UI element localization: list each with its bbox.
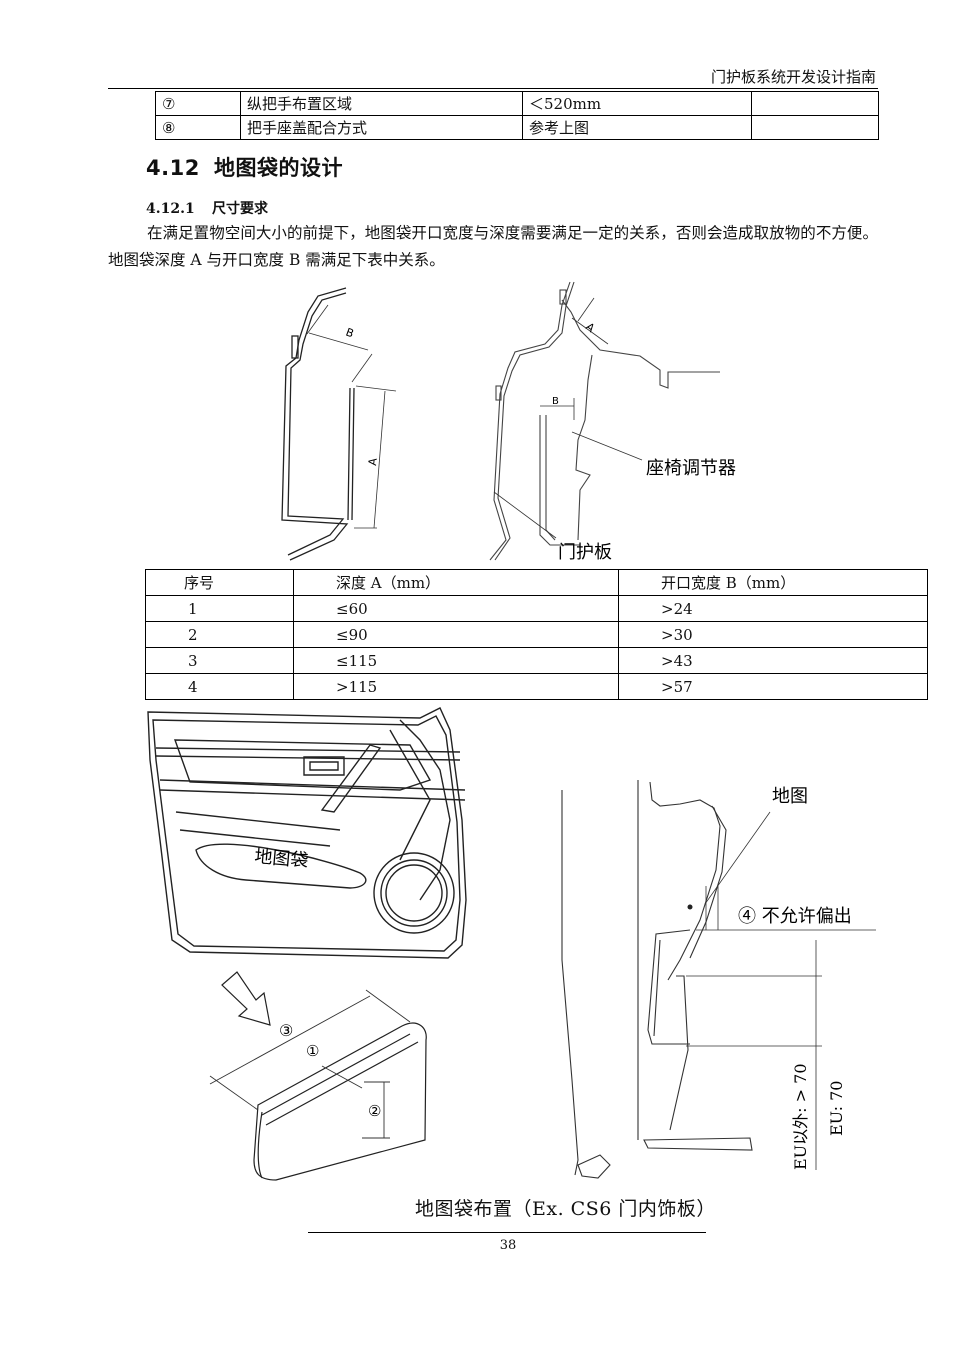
dimension-b-label-right: B (552, 396, 559, 407)
row-number: ⑦ (155, 91, 241, 116)
map-label: 地图 (772, 786, 808, 807)
row-serial: 2 (145, 621, 294, 648)
dimension-lines-right (493, 297, 643, 539)
dimension-lines-left (306, 304, 397, 529)
row-value: 参考上图 (522, 115, 752, 140)
map-pocket-section-right (489, 281, 720, 561)
no-protrude-label: ④ 不允许偏出 (738, 906, 852, 927)
table-row: 2 ≤90 >30 (145, 621, 928, 648)
row-note (751, 115, 879, 140)
row-depth: ≤90 (293, 621, 619, 648)
row-opening: >30 (618, 621, 928, 648)
page-header-title: 门护板系统开发设计指南 (710, 68, 876, 86)
row-depth: ≤115 (293, 647, 619, 674)
dimension-a-label-right: A (583, 320, 597, 335)
direction-arrow (221, 971, 271, 1026)
eu-dimension: EU: 70 (827, 1081, 846, 1136)
table-header-row: 序号 深度 A（mm） 开口宽度 B（mm） (145, 569, 928, 596)
row-item: 纵把手布置区域 (240, 91, 523, 116)
body-paragraph: 在满足置物空间大小的前提下，地图袋开口宽度与深度需要满足一定的关系，否则会造成取… (108, 224, 878, 269)
section-title: 地图袋的设计 (214, 156, 343, 180)
row-opening: >43 (618, 647, 928, 674)
table-row: 3 ≤115 >43 (145, 647, 928, 674)
pocket-marker (687, 904, 693, 910)
page-number: 38 (499, 1238, 517, 1253)
row-item: 把手座盖配合方式 (240, 115, 523, 140)
cross-section-dimensions (686, 811, 876, 1170)
circled-1-label: ① (306, 1042, 319, 1060)
table-row: 4 >115 >57 (145, 673, 928, 700)
row-depth: ≤60 (293, 595, 619, 622)
header-rule (108, 88, 878, 89)
footer-rule (308, 1232, 706, 1233)
seat-adjuster-label: 座椅调节器 (646, 458, 736, 479)
section-heading: 4.12 地图袋的设计 (146, 152, 343, 182)
subsection-number: 4.12.1 (146, 201, 195, 217)
map-pocket-label: 地图袋 (254, 846, 310, 872)
map-pocket-section-left (281, 287, 355, 561)
table-row: 1 ≤60 >24 (145, 595, 928, 622)
subsection-heading: 4.12.1 尺寸要求 (146, 198, 268, 218)
row-serial: 1 (145, 595, 294, 622)
circled-2-label: ② (368, 1102, 381, 1120)
dimension-b-label-left: B (344, 326, 356, 341)
eu-outside-dimension: EU以外: > 70 (791, 1064, 810, 1171)
spec-table-continued: ⑦ 纵把手布置区域 ＜520mm ⑧ 把手座盖配合方式 参考上图 (155, 91, 879, 140)
subsection-title: 尺寸要求 (212, 201, 268, 217)
door-panel-label: 门护板 (558, 542, 612, 563)
row-note (751, 91, 879, 116)
row-serial: 3 (145, 647, 294, 674)
map-pocket-box-detail (253, 1022, 427, 1181)
table-row: ⑧ 把手座盖配合方式 参考上图 (155, 115, 879, 140)
cross-section-drawing (561, 780, 753, 1179)
figure-caption: 地图袋布置（Ex. CS6 门内饰板） (415, 1198, 716, 1220)
row-opening: >57 (618, 673, 928, 700)
row-opening: >24 (618, 595, 928, 622)
row-serial: 4 (145, 673, 294, 700)
row-number: ⑧ (155, 115, 241, 140)
depth-opening-table: 序号 深度 A（mm） 开口宽度 B（mm） 1 ≤60 >24 2 ≤90 >… (145, 569, 928, 700)
row-depth: >115 (293, 673, 619, 700)
section-number: 4.12 (146, 156, 200, 180)
circled-3-label: ③ (279, 1021, 293, 1040)
header-opening: 开口宽度 B（mm） (618, 569, 928, 596)
door-trim-drawing (147, 707, 467, 959)
header-depth: 深度 A（mm） (293, 569, 619, 596)
table-row: ⑦ 纵把手布置区域 ＜520mm (155, 91, 879, 116)
header-serial: 序号 (145, 569, 294, 596)
dimension-a-label-left: A (366, 457, 380, 466)
dimension-lines-box (209, 989, 411, 1139)
